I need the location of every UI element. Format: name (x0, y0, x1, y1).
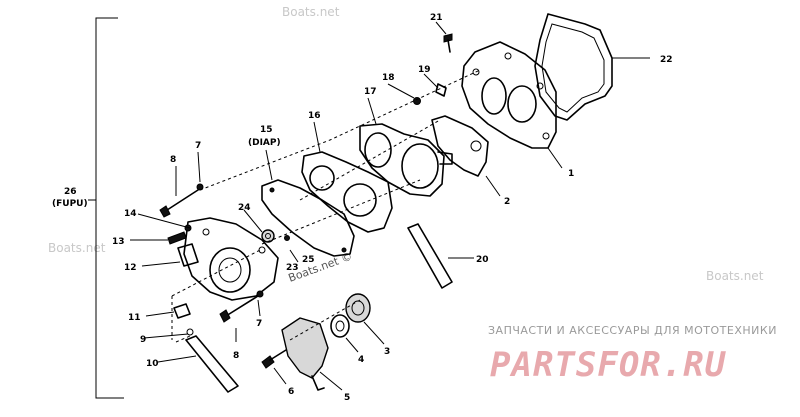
part-15-dot-a (269, 187, 275, 193)
part-19-clip (435, 83, 447, 97)
part-22-gasket (534, 13, 613, 121)
callout-17: 17 (364, 87, 377, 97)
part-4-washer-center (335, 320, 345, 332)
part-17-chamber-b (401, 143, 439, 189)
part-25-pin (284, 235, 290, 241)
part-2-valve-gasket (431, 115, 489, 177)
part-12-chamber (209, 247, 251, 293)
callout-1: 1 (568, 169, 574, 179)
part-17-pump-body (359, 123, 445, 197)
watermark-top: Boats.net (282, 5, 340, 19)
part-22-gasket-inner (541, 23, 605, 113)
part-9-clip (186, 328, 194, 336)
part-12-chamber-inner (218, 257, 242, 283)
part-21-screw-head (443, 33, 453, 43)
part-2-port (470, 140, 482, 152)
part-1-bolt-hole-c (536, 82, 544, 90)
part-8-upper-bolt-head (159, 205, 171, 218)
part-5-cap (281, 317, 329, 379)
watermark-right: Boats.net (706, 269, 764, 283)
callout-8-upper: 8 (170, 155, 176, 165)
part-12-inlet (177, 243, 199, 267)
callout-7-lower: 7 (256, 319, 262, 329)
part-1-bolt-hole-b (504, 52, 512, 60)
callout-22: 22 (660, 55, 673, 65)
callout-20: 20 (476, 255, 489, 265)
callout-15-sub: (DIAP) (248, 138, 281, 148)
part-12-hole-b (258, 246, 266, 254)
store-brand-logo: PARTSFOR.RU (490, 345, 727, 385)
callout-7-upper: 7 (195, 141, 201, 151)
callout-4: 4 (358, 355, 364, 365)
callout-8-lower: 8 (233, 351, 239, 361)
part-1-cover-plate (461, 41, 557, 149)
part-17-nipple (437, 151, 453, 165)
callout-26-sub: (FUPU) (52, 199, 88, 209)
part-12-hole-a (202, 228, 210, 236)
part-15-dot-b (341, 247, 347, 253)
part-5-cap-stem (311, 375, 325, 391)
callout-18: 18 (382, 73, 395, 83)
callout-13: 13 (112, 237, 125, 247)
callout-2: 2 (504, 197, 510, 207)
callout-9: 9 (140, 335, 146, 345)
part-16-hole-a (309, 165, 335, 191)
part-3-filter (345, 293, 371, 323)
callout-5: 5 (344, 393, 350, 403)
assembly-axes (171, 69, 481, 343)
callout-15: 15 (260, 125, 273, 135)
part-1-chamber-b (507, 85, 537, 123)
part-11-fitting (173, 303, 191, 319)
part-24-seal (261, 229, 275, 243)
part-6-screw-shank (269, 349, 287, 361)
part-17-chamber-a (364, 132, 392, 168)
watermark-left: Boats.net (48, 241, 106, 255)
callout-14: 14 (124, 209, 137, 219)
part-14-washer (184, 224, 192, 232)
callout-24: 24 (238, 203, 251, 213)
callout-6: 6 (288, 387, 294, 397)
part-16-hole-b (343, 183, 377, 217)
callout-25: 25 (302, 255, 315, 265)
part-24-seal-center (265, 233, 271, 239)
part-18-nut (413, 97, 421, 105)
callout-23: 23 (286, 263, 299, 273)
assembly-bracket (95, 17, 124, 399)
leader-lines (130, 21, 650, 391)
part-1-bolt-hole-a (472, 68, 480, 76)
callout-10: 10 (146, 359, 159, 369)
part-7-lower-nut (256, 290, 264, 298)
part-12-pump-housing (183, 217, 279, 301)
callout-16: 16 (308, 111, 321, 121)
part-1-bolt-hole-d (542, 132, 550, 140)
callout-21: 21 (430, 13, 443, 23)
part-8-upper-bolt (163, 189, 199, 213)
part-10-hose (185, 335, 239, 393)
part-15-diaphragm (261, 179, 355, 257)
store-tagline: ЗАПЧАСТИ И АКСЕССУАРЫ ДЛЯ МОТОТЕХНИКИ (488, 324, 777, 337)
part-21-screw-shank (447, 39, 451, 53)
part-13-bolt (167, 231, 187, 245)
callout-26: 26 (64, 187, 77, 197)
callout-19: 19 (418, 65, 431, 75)
callout-12: 12 (124, 263, 137, 273)
part-4-washer (330, 314, 350, 338)
part-8-lower-bolt (225, 295, 259, 317)
part-1-chamber-a (481, 77, 507, 115)
callout-11: 11 (128, 313, 141, 323)
part-20-hose (407, 223, 453, 289)
part-16-gasket (301, 151, 393, 233)
callout-3: 3 (384, 347, 390, 357)
part-8-lower-bolt-head (219, 309, 231, 323)
